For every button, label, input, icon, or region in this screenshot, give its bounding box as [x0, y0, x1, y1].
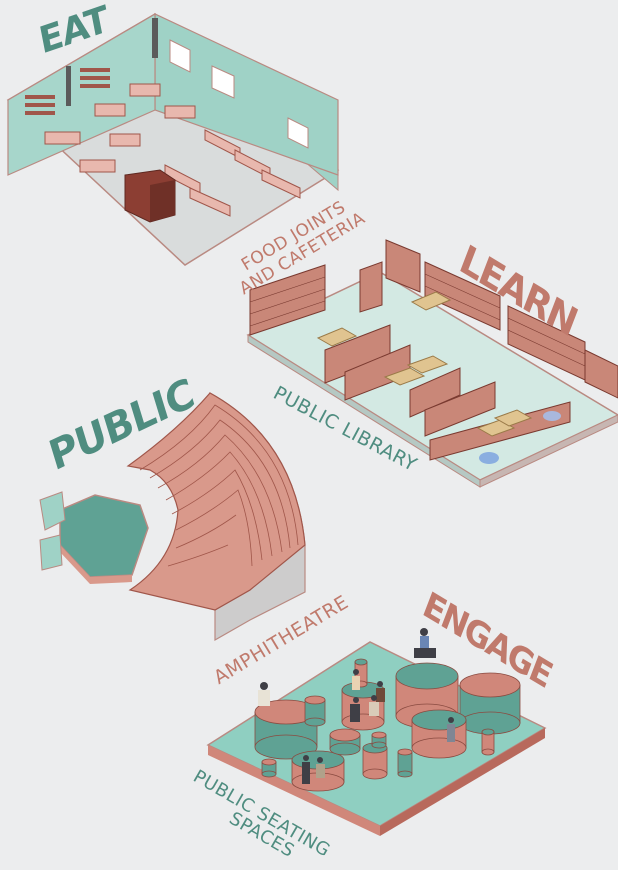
- eat-window: [169, 39, 191, 73]
- eat-counter: [124, 169, 176, 223]
- engage-people: [258, 628, 455, 784]
- learn-beanbag: [543, 411, 561, 421]
- eat-tables: [44, 83, 301, 217]
- amphi-backstage: [39, 534, 63, 571]
- amphi-stage-edge: [60, 545, 132, 584]
- learn-study-tables: [316, 291, 533, 437]
- learn-shelf-lines: [249, 273, 586, 367]
- eat-window: [287, 117, 309, 149]
- amphi-backstage: [39, 491, 66, 531]
- eat-food-court: [6, 12, 340, 266]
- eat-pillar: [152, 18, 158, 58]
- amphi-tier-lines: [139, 404, 299, 567]
- learn-beanbag: [479, 452, 499, 464]
- learn-library: [246, 239, 618, 488]
- eat-wall-racks: [25, 68, 110, 115]
- eat-window: [211, 65, 235, 99]
- learn-base-right: [479, 414, 618, 488]
- engage-platform-front: [208, 745, 380, 836]
- public-amphitheatre: [39, 391, 306, 642]
- amphi-seating-tiers: [126, 392, 306, 611]
- engage-platform-right: [380, 728, 545, 836]
- learn-bookshelves: [249, 239, 618, 461]
- engage-seating: [206, 628, 547, 836]
- eat-pillar: [66, 66, 71, 106]
- amphi-stage: [59, 494, 149, 578]
